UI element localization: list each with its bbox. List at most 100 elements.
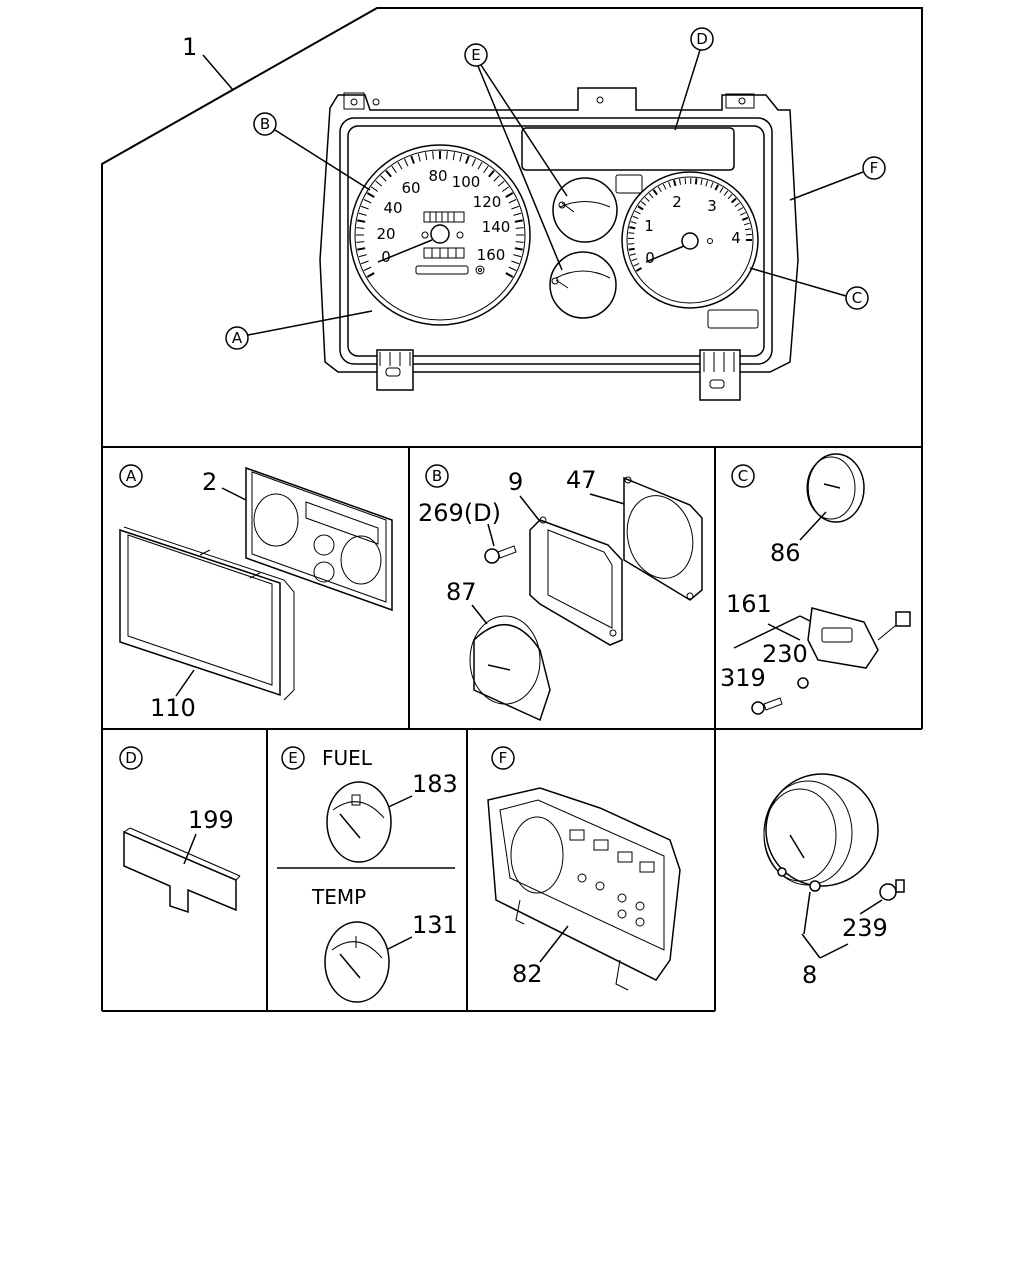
tacho-tick-1: 1 <box>644 217 654 235</box>
gauge-tick <box>719 187 724 193</box>
part-label-131: 131 <box>412 911 458 939</box>
fuel-gauge-main <box>552 177 618 243</box>
temp-label: TEMP <box>311 885 366 909</box>
gauge-tick <box>737 207 744 212</box>
gauge-tick <box>694 178 698 185</box>
panel-b-letter: B <box>432 467 442 485</box>
gauge-tick <box>730 197 737 204</box>
gauge-tick <box>745 233 752 236</box>
gauge-tick <box>452 152 456 161</box>
circuit-board-82 <box>487 787 681 991</box>
gauge-tick <box>391 165 397 174</box>
gauge-tick <box>628 232 635 234</box>
panel-c: C 86 161 230 319 <box>720 453 911 715</box>
bulb-230 <box>797 677 809 689</box>
gauge-tick <box>741 216 749 221</box>
gauge-tick <box>397 162 403 170</box>
instrument-cluster <box>319 87 799 401</box>
gauge-tick <box>700 179 703 186</box>
gauge-tick <box>356 241 365 243</box>
gauge-tick <box>375 180 383 187</box>
gauge-tick <box>410 155 415 164</box>
gauge-tick <box>652 189 658 196</box>
speedo-tick-140: 140 <box>482 218 511 236</box>
part-label-269d: 269(D) <box>418 499 501 527</box>
gauge-tick <box>628 247 635 251</box>
part-label-319: 319 <box>720 664 766 692</box>
gauge-tick <box>488 170 495 178</box>
panel-f-letter: F <box>499 749 508 767</box>
gauge-tick <box>505 192 514 198</box>
gauge-tick <box>380 175 387 182</box>
panel-e-letter: E <box>288 749 297 767</box>
gauge-tick <box>515 241 524 243</box>
gauge-tick <box>358 254 367 258</box>
panel-d: D 199 <box>119 746 241 914</box>
fuel-gauge-183 <box>326 781 392 863</box>
gauge-tick <box>740 212 746 216</box>
panel-f: F 82 <box>487 746 681 991</box>
gauge-tick <box>385 170 392 178</box>
part-label-2: 2 <box>202 468 217 496</box>
gauge-tick <box>358 212 367 216</box>
gauge-tick <box>363 199 372 204</box>
panel-e: E FUEL 183 TEMP 131 <box>277 746 458 1003</box>
gauge-tick <box>360 205 369 210</box>
gauge-tick <box>635 267 643 272</box>
gauge-tick <box>363 266 372 271</box>
gauge-tick <box>370 186 379 192</box>
main-assembly-panel: 1 0 <box>101 7 923 447</box>
bulb-239 <box>879 879 905 901</box>
gauge-tick <box>679 178 682 185</box>
gauge-tick <box>483 165 489 174</box>
gauge-tick <box>648 193 654 199</box>
detail-grid <box>101 446 923 1012</box>
gauge-tick <box>417 153 421 162</box>
gauge-unit-161 <box>807 607 911 669</box>
gauge-tick <box>508 266 517 271</box>
gauge-tick <box>641 201 647 206</box>
part-label-183: 183 <box>412 770 458 798</box>
panel-a-letter: A <box>126 467 137 485</box>
temp-gauge-131 <box>324 921 390 1003</box>
gauge-tick <box>513 212 522 216</box>
speedo-tick-0: 0 <box>381 248 391 266</box>
speedometer: 0 20 40 60 80 100 120 140 160 <box>349 144 531 326</box>
gauge-tick <box>501 186 510 192</box>
part-label-230: 230 <box>762 640 808 668</box>
gauge-tick <box>471 158 476 167</box>
gauge-tick <box>446 151 448 160</box>
tacho-tick-2: 2 <box>672 193 682 211</box>
fuel-label: FUEL <box>322 746 373 770</box>
gauge-tick <box>705 180 709 187</box>
gauge-tick <box>672 179 677 187</box>
gauge-tick <box>514 219 523 223</box>
gauge-tick <box>629 253 636 256</box>
svg-text:F: F <box>870 159 879 177</box>
svg-text:A: A <box>232 329 243 347</box>
callout-e: E <box>464 43 568 271</box>
gauge-tick <box>357 247 366 251</box>
gauge-tick <box>497 180 505 187</box>
part-label-86: 86 <box>770 539 801 567</box>
speedo-tick-20: 20 <box>376 225 395 243</box>
gauge-tick <box>505 272 514 278</box>
gauge-tick <box>744 228 752 231</box>
panel-c-letter: C <box>738 467 748 485</box>
gauge-tick <box>629 226 636 230</box>
gauge-tick <box>404 158 409 167</box>
svg-text:C: C <box>852 289 862 307</box>
speedo-tick-160: 160 <box>477 246 506 264</box>
part-label-82: 82 <box>512 960 543 988</box>
part-label-110: 110 <box>150 694 196 722</box>
tacho-tick-0: 0 <box>645 249 655 267</box>
gauge-tick <box>357 219 366 223</box>
gauge-tick <box>633 262 640 267</box>
panel-gauge-assembly: 239 8 <box>763 773 905 989</box>
gauge-tick <box>668 181 672 188</box>
assembly-ref-label: 1 <box>182 33 197 61</box>
gauge-tick <box>424 152 428 161</box>
speedo-tick-40: 40 <box>383 199 402 217</box>
callout-a: A <box>225 310 373 350</box>
